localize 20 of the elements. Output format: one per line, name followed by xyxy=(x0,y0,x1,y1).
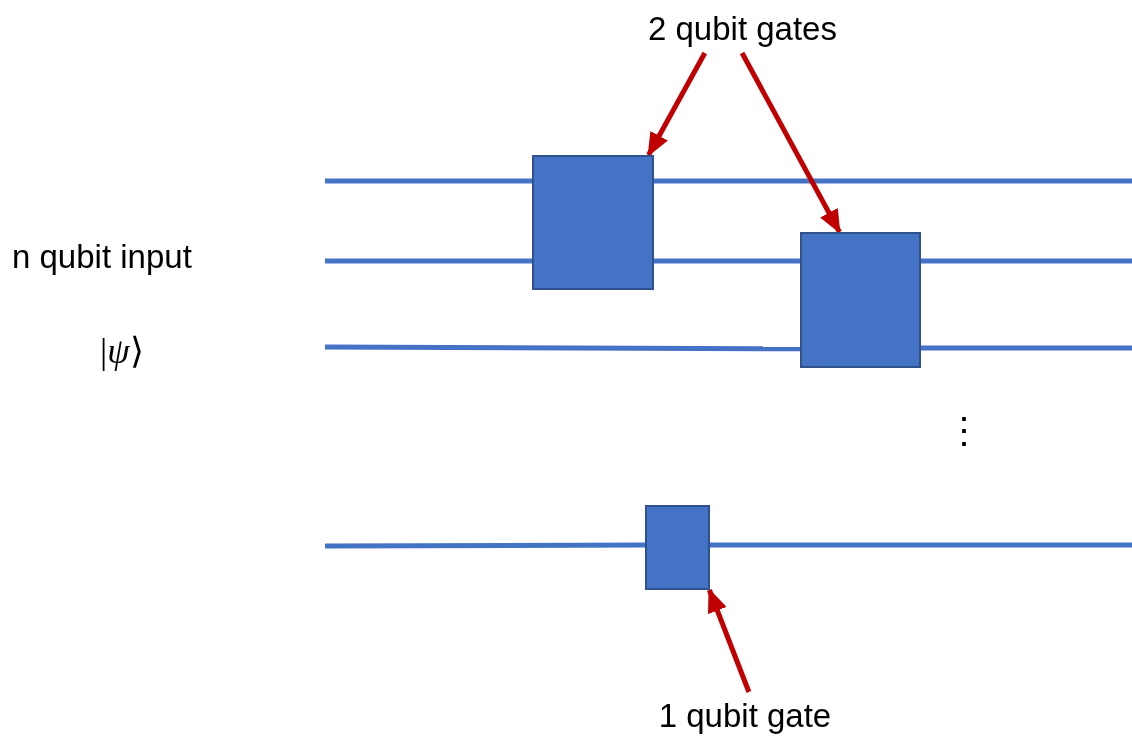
qubit-wire xyxy=(710,542,1132,548)
callout-text: 1 qubit gate xyxy=(615,692,875,740)
qubit-wire xyxy=(654,178,1132,184)
qubit-wire xyxy=(325,178,532,184)
arrow xyxy=(739,51,842,234)
qubit-wire xyxy=(325,344,800,352)
callout-text: 2 qubit gates xyxy=(600,5,885,53)
gate-box xyxy=(645,505,710,590)
ellipsis-mark: ⋮ xyxy=(946,410,982,452)
qubit-wire xyxy=(921,345,1132,351)
gate-box xyxy=(532,155,654,290)
qubit-wire xyxy=(921,258,1132,264)
gate-box xyxy=(800,232,921,368)
label: n qubit input xyxy=(12,238,192,276)
label: |ψ⟩ xyxy=(100,330,144,372)
arrow xyxy=(707,588,752,693)
arrow xyxy=(646,51,708,157)
qubit-wire xyxy=(325,258,532,264)
qubit-wire xyxy=(654,258,800,264)
qubit-wire xyxy=(325,542,645,549)
